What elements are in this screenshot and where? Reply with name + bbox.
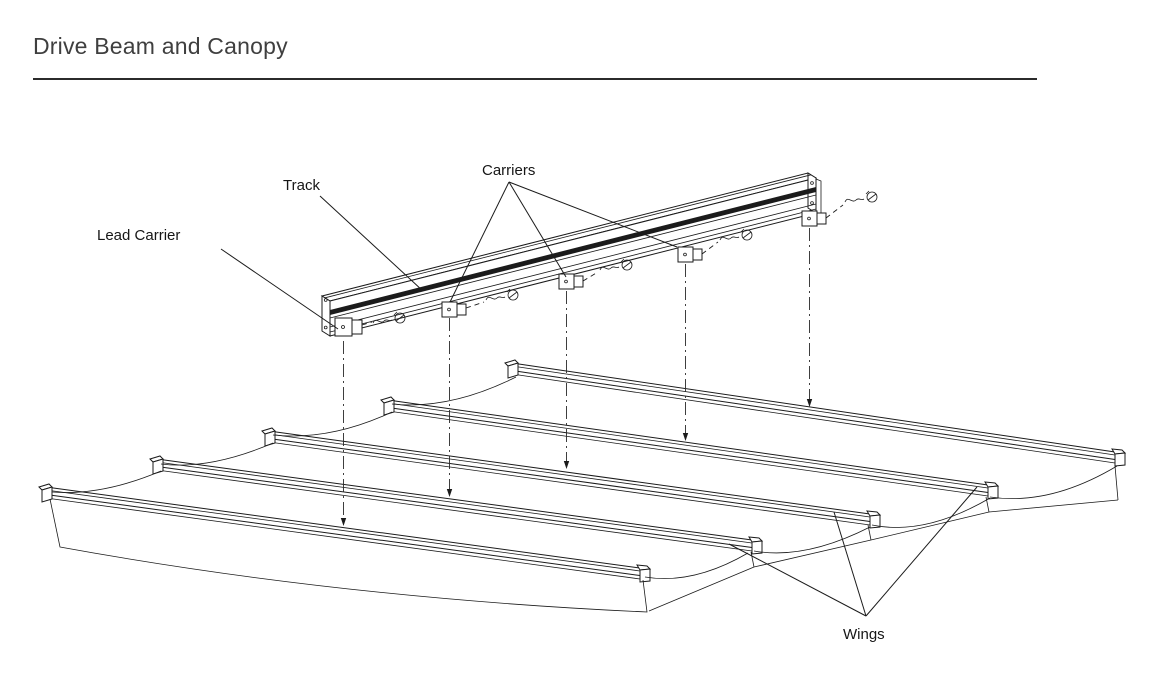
title-divider [33,78,1037,80]
end-face-screw [810,201,814,205]
wings-leader-2 [833,511,867,617]
fabric-corner-3 [867,524,872,541]
fabric-band-3 [870,511,990,541]
canopy-swag-left-4 [391,376,517,406]
fabric-corner-5 [1114,465,1119,501]
track-label: Track [283,177,320,194]
leader-lines [220,181,978,617]
beam-left-end-face [321,295,331,337]
carriers-label: Carriers [482,162,535,179]
wing-batten-5 [504,359,1127,467]
lead-carrier-bracket [334,317,363,337]
canopy-swag-right-2 [753,526,871,554]
carriers-leader-1 [449,181,510,303]
fabric-band-4 [988,499,1119,513]
carrier-bracket-3 [677,246,703,263]
carriers-leader-3 [508,181,678,248]
canopy-swag-right-4 [989,465,1118,500]
carrier-cord-links [361,204,844,326]
carrier-bracket-4 [801,210,827,227]
drop-lines [340,228,813,526]
page-title: Drive Beam and Canopy [33,33,288,59]
cord-hook [599,258,633,271]
carriers-leader-2 [508,181,567,278]
wing-batten-1 [38,483,652,583]
beam-front-face [329,177,817,337]
end-face-screw [810,181,814,185]
lead-carrier-label: Lead Carrier [97,227,180,244]
cord-hook [372,311,406,324]
canopy-swag-left-1 [51,470,162,493]
end-face-screw [323,325,328,330]
fabric-band-1 [648,566,755,612]
wings-label: Wings [843,626,885,643]
track-leader [319,195,424,292]
beam-top-groove-line [324,174,812,299]
cord-hook [485,288,519,301]
wings-leader-3 [865,486,978,617]
end-face-screw [323,298,328,302]
fabric-corner-4 [985,496,990,513]
fabric-corner-2 [750,551,755,568]
beam-right-end-flange [815,178,822,214]
wings-leader-1 [728,543,867,617]
cord-hooks [372,190,878,324]
wing-batten-2 [149,455,764,555]
cord-hook [844,190,878,203]
carrier-bracket-2 [558,273,584,290]
fabric-band-2 [753,539,872,568]
canopy-swag-left-2 [160,442,274,466]
cord-hook [719,228,753,241]
canopy-swag-left-3 [272,411,393,437]
wing-batten-4 [380,396,1000,500]
track-groove [330,187,816,315]
carrier-bracket-1 [441,301,467,318]
lead-carrier-leader [220,248,339,330]
front-skirt [49,498,648,613]
wing-batten-3 [261,427,882,529]
canopy-fabric-edges [49,376,1119,613]
canopy-swag-right-3 [871,497,991,528]
drive-beam [320,172,822,337]
canopy-swag-right-1 [644,552,749,579]
